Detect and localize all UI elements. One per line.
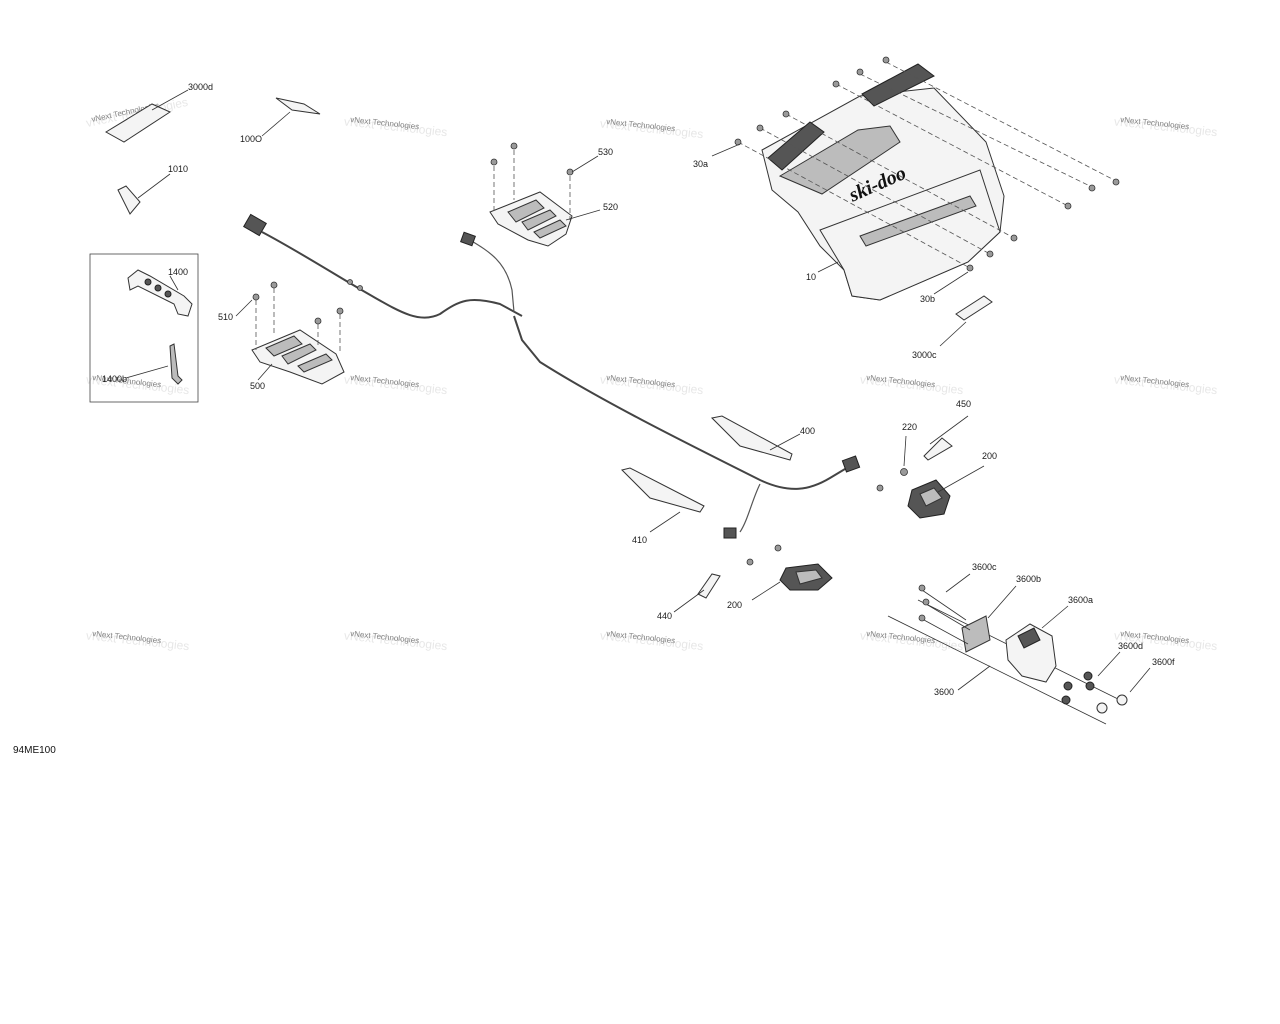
watermark: vNext Technologies vNext Technologies (859, 372, 964, 397)
reflector-410[interactable] (621, 467, 705, 513)
label-220: 220 (902, 422, 917, 432)
hex-key-icon[interactable] (169, 343, 183, 385)
label-3600a: 3600a (1068, 595, 1093, 605)
label-500: 500 (250, 381, 265, 391)
mounting-plate-lower[interactable] (251, 281, 345, 385)
watermark: vNext Technologies vNext Technologies (85, 628, 190, 653)
watermark: vNext Technologies vNext Technologies (859, 628, 964, 653)
rear-bumper-icon[interactable]: ski-doo (734, 56, 1120, 301)
label-450: 450 (956, 399, 971, 409)
label-520: 520 (603, 202, 618, 212)
label-3000d: 3000d (188, 82, 213, 92)
label-1010: 1010 (168, 164, 188, 174)
watermark: vNext Technologies vNext Technologies (599, 116, 704, 141)
label-10: 10 (806, 272, 816, 282)
label-440: 440 (657, 611, 672, 621)
label-200-upper: 200 (982, 451, 997, 461)
label-1400b: 1400b (102, 374, 127, 384)
watermark: vNext Technologies vNext Technologies (343, 114, 448, 139)
label-3600: 3600 (934, 687, 954, 697)
label-3600c: 3600c (972, 562, 997, 572)
figure-id: 94ME100 (13, 745, 56, 756)
label-1000: 100O (240, 134, 262, 144)
watermark: vNext Technologies vNext Technologies (599, 372, 704, 397)
decal-440[interactable] (697, 573, 721, 599)
tail-light-icon[interactable] (746, 544, 833, 591)
watermark: vNext Technologies vNext Technologies (599, 628, 704, 653)
watermark: vNext Technologies vNext Technologies (343, 372, 448, 397)
reflector-400[interactable] (710, 415, 793, 461)
part-labels: 3000d 100O 1010 1400 1400b 530 520 510 5… (102, 82, 1175, 697)
decal-3000d[interactable] (105, 103, 172, 143)
watermark: vNext Technologies vNext Technologies (343, 628, 448, 653)
label-3000c: 3000c (912, 350, 937, 360)
hitch-bracket-icon[interactable] (887, 584, 1128, 725)
wrench-icon[interactable] (127, 269, 193, 317)
watermark-layer: vNext Technologies vNext Technologies vN… (85, 95, 1218, 653)
mounting-plate-upper[interactable] (489, 142, 574, 247)
decal-1010[interactable] (117, 185, 141, 215)
label-30a: 30a (693, 159, 708, 169)
tool-kit-box (89, 253, 199, 403)
tail-light-icon[interactable] (876, 468, 951, 519)
decal-450[interactable] (923, 437, 953, 461)
label-3600d: 3600d (1118, 641, 1143, 651)
label-3600f: 3600f (1152, 657, 1175, 667)
label-30b: 30b (920, 294, 935, 304)
label-3600b: 3600b (1016, 574, 1041, 584)
watermark: vNext Technologies vNext Technologies (1113, 372, 1218, 397)
label-530: 530 (598, 147, 613, 157)
label-400: 400 (800, 426, 815, 436)
label-510: 510 (218, 312, 233, 322)
label-200-lower: 200 (727, 600, 742, 610)
decal-3000c[interactable] (955, 295, 993, 321)
label-410: 410 (632, 535, 647, 545)
decal-1000[interactable] (275, 97, 321, 115)
wiring-harness-icon[interactable] (243, 213, 861, 539)
label-1400: 1400 (168, 267, 188, 277)
watermark: vNext Technologies vNext Technologies (1113, 114, 1218, 139)
